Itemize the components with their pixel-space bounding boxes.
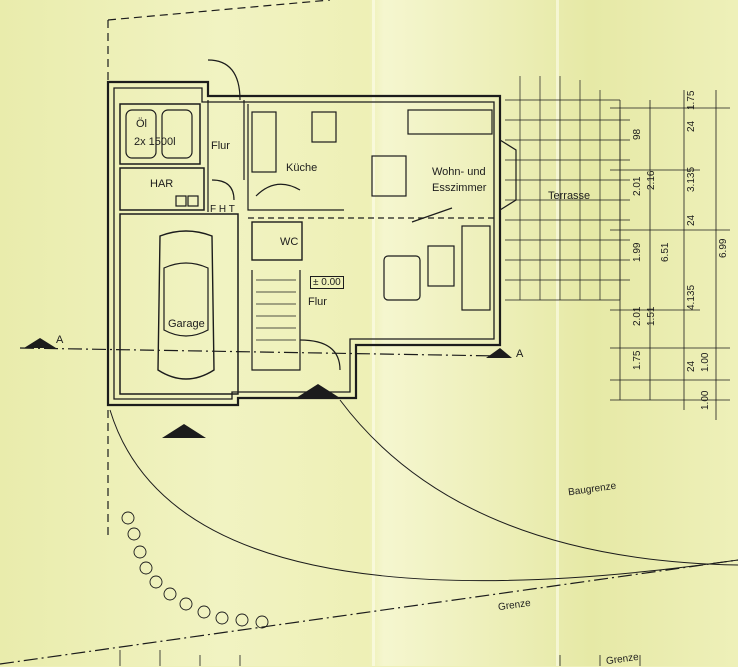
dim-24b: 24	[686, 214, 697, 226]
fht-label: F H T	[210, 204, 235, 215]
inner-wall	[113, 87, 495, 400]
armchair	[411, 207, 453, 223]
door-swing	[255, 183, 301, 197]
stove	[311, 111, 337, 143]
coffee-table	[427, 245, 455, 287]
dim-2-01b: 2.01	[632, 306, 643, 326]
section-a-label-right: A	[516, 348, 524, 360]
appliance	[187, 195, 199, 207]
sofa	[461, 225, 491, 311]
oil-tank	[161, 109, 193, 159]
dim-4-135: 4.135	[686, 284, 697, 310]
dim-1-51: 1.51	[646, 306, 657, 326]
wc-label: WC	[280, 236, 299, 248]
building-limit-curve-right	[339, 399, 738, 566]
wc-room	[251, 221, 303, 261]
dim-98: 98	[632, 128, 643, 140]
utility-room	[119, 167, 205, 211]
car-roof	[163, 262, 209, 337]
terrace-door	[499, 139, 517, 211]
paper-fold	[372, 0, 375, 666]
dim-1-99: 1.99	[632, 242, 643, 262]
utility-label: HAR	[150, 178, 174, 190]
dim-24a: 24	[686, 120, 697, 132]
dim-6-51: 6.51	[660, 242, 671, 262]
door-swing	[207, 59, 241, 101]
armchair	[383, 255, 421, 301]
flur-upper-label: Flur	[211, 140, 230, 152]
stair-walls	[251, 270, 301, 371]
appliance	[175, 195, 187, 207]
oil-room	[119, 103, 201, 165]
bottom-ticks	[119, 650, 641, 666]
oil-label: Öl	[136, 118, 147, 130]
property-line-top	[107, 0, 331, 21]
kitchen-walls	[247, 104, 344, 211]
section-a-line	[19, 347, 501, 357]
outer-wall	[106, 80, 502, 407]
kitchen-counter	[251, 111, 277, 173]
boundary-line	[0, 559, 738, 665]
level-label: ± 0.00	[310, 276, 344, 289]
hedge-plants	[121, 511, 269, 629]
flur-lower-label: Flur	[308, 296, 327, 308]
dim-2-16: 2.16	[646, 170, 657, 190]
dim-2-01: 2.01	[632, 176, 643, 196]
door-swing	[299, 339, 341, 371]
oil-tanks-label: 2x 1500l	[134, 136, 176, 148]
car	[157, 230, 215, 380]
flur-upper-walls	[207, 100, 245, 212]
living-label-1: Wohn- und	[432, 166, 486, 178]
dim-1-00b: 1.00	[700, 390, 711, 410]
section-arrows	[24, 338, 512, 438]
living-label-2: Esszimmer	[432, 182, 487, 194]
door-swing	[211, 179, 235, 201]
dim-1-00a: 1.00	[700, 352, 711, 372]
garage-room	[119, 213, 239, 395]
dim-6-99: 6.99	[718, 238, 729, 258]
dimension-lines	[610, 90, 730, 420]
dining-table	[371, 155, 407, 197]
building-limit-curve-left	[109, 409, 738, 582]
terrace-label: Terrasse	[548, 190, 591, 202]
dim-1-75b: 1.75	[686, 90, 697, 110]
dim-24c: 24	[686, 360, 697, 372]
paper-fold	[556, 0, 559, 666]
dim-3-135: 3.135	[686, 166, 697, 192]
stair-treads	[256, 279, 296, 341]
dim-1-75: 1.75	[632, 350, 643, 370]
oil-tank	[125, 109, 157, 159]
section-a-label-left: A	[56, 334, 64, 346]
garage-label: Garage	[168, 318, 205, 330]
terrace-grid	[505, 76, 630, 301]
sideboard	[407, 109, 493, 135]
kitchen-label: Küche	[286, 162, 318, 174]
